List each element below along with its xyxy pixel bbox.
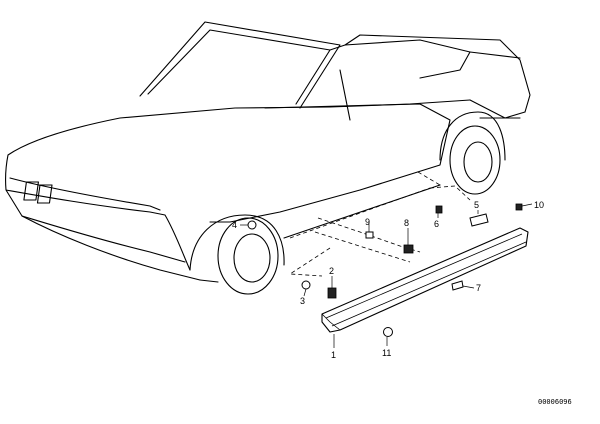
callout-9: 9 [365, 217, 370, 227]
assembly-guides [288, 171, 471, 277]
diagram-reference-number: 00006096 [538, 398, 572, 406]
rear-wheel-arch [439, 111, 506, 161]
part-10-clip [515, 203, 523, 211]
callout-3: 3 [300, 296, 305, 306]
part-11-screw [383, 327, 393, 337]
callout-5: 5 [474, 200, 479, 210]
callout-7: 7 [476, 283, 481, 293]
part-8-bracket [403, 244, 414, 254]
leader-lines [240, 203, 533, 348]
callout-2: 2 [329, 266, 334, 276]
part-6-clip [435, 205, 443, 214]
part-3-screw [301, 280, 311, 290]
rear-wheel-hub [463, 141, 493, 183]
part-2-bracket [327, 287, 337, 299]
callout-8: 8 [404, 218, 409, 228]
rear-wheel [449, 125, 501, 195]
small-parts [247, 203, 523, 337]
windshield [139, 21, 341, 109]
callout-10: 10 [534, 200, 544, 210]
front-wheel-arch [189, 214, 285, 271]
grille-right [36, 184, 53, 204]
callout-6: 6 [434, 219, 439, 229]
front-wheel [217, 217, 279, 295]
car-interior [329, 34, 531, 121]
car-front-fascia [9, 177, 186, 263]
part-5-bracket [469, 213, 489, 227]
front-wheel-hub [233, 233, 271, 283]
part-9-clip [365, 231, 374, 239]
callout-1: 1 [331, 350, 336, 360]
callout-4: 4 [232, 220, 237, 230]
side-skirt [321, 227, 529, 333]
rear-deck [469, 51, 526, 119]
car-outline [5, 21, 531, 295]
car-body [5, 106, 331, 281]
callouts: 1 2 3 4 5 6 7 8 9 10 11 [232, 200, 544, 360]
part-7-clip [451, 280, 464, 291]
grille-left [23, 181, 39, 201]
part-4-clip [247, 220, 257, 230]
callout-11: 11 [382, 348, 391, 358]
lower-sill [199, 184, 441, 283]
door-line [209, 103, 451, 223]
